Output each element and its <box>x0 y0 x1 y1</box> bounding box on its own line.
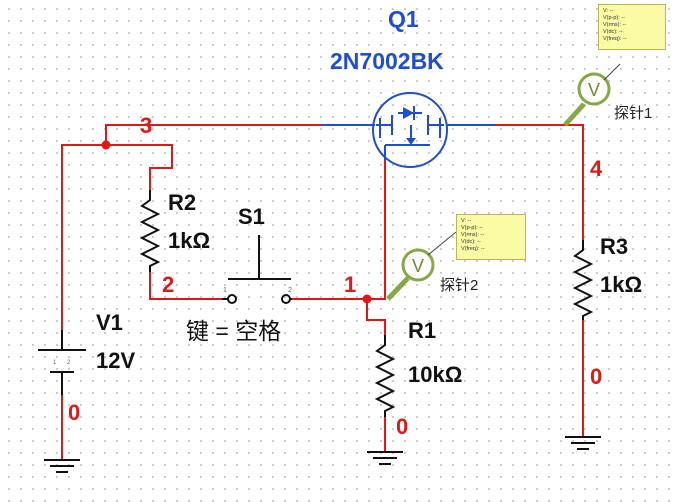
resistor-r2[interactable] <box>139 190 161 272</box>
resistor-r1[interactable] <box>374 335 396 417</box>
wire-net4 <box>495 124 584 240</box>
reading-v: V: -- <box>461 218 472 224</box>
probe-2-label: 探针2 <box>440 277 479 294</box>
svg-text:2: 2 <box>288 287 292 294</box>
reading-vrms: V(rms): -- <box>461 232 485 238</box>
reading-v: V: -- <box>603 8 614 14</box>
wire-net1-r1 <box>366 299 386 335</box>
wire-net1-gate <box>367 160 386 300</box>
wire-net2 <box>149 272 222 300</box>
v1-ref-label: V1 <box>96 310 123 335</box>
reading-vdc: V(dc): -- <box>603 29 623 35</box>
net-label-4: 4 <box>590 156 603 181</box>
q1-part-label: 2N7002BK <box>330 48 444 74</box>
probe-1[interactable]: V <box>563 63 621 127</box>
r2-value-label: 1kΩ <box>168 228 211 253</box>
net-label-0-right: 0 <box>590 364 603 389</box>
reading-vdc: V(dc): -- <box>461 239 481 245</box>
reading-vpp: V(p-p): -- <box>603 15 625 21</box>
wire-net3-r2 <box>106 144 173 190</box>
net-label-0-left: 0 <box>68 400 81 425</box>
probe-1-voltage-icon: V <box>588 80 600 100</box>
junction-net1 <box>362 294 372 304</box>
resistor-r3[interactable] <box>572 240 594 320</box>
battery-v1[interactable]: 1 2 <box>38 330 86 395</box>
net-label-2: 2 <box>162 272 175 297</box>
s1-ref-label: S1 <box>238 204 265 229</box>
wire-net3-left <box>61 144 106 330</box>
net-label-3: 3 <box>140 113 153 138</box>
probe-2[interactable]: V <box>386 231 457 301</box>
svg-text:1: 1 <box>223 287 227 294</box>
r1-value-label: 10kΩ <box>408 362 463 387</box>
svg-text:2: 2 <box>67 360 71 366</box>
r1-ref-label: R1 <box>408 318 437 343</box>
junction-net3 <box>101 140 111 150</box>
v1-value-label: 12V <box>96 348 136 373</box>
r2-ref-label: R2 <box>168 190 197 215</box>
mosfet-q1[interactable] <box>322 92 495 168</box>
probe-1-label: 探针1 <box>614 105 653 122</box>
switch-s1[interactable]: 1 2 <box>222 235 292 304</box>
q1-ref-label: Q1 <box>388 6 419 32</box>
reading-vpp: V(p-p): -- <box>461 225 483 231</box>
reading-vfreq: V(freq): -- <box>603 36 627 42</box>
ground-right <box>565 436 601 450</box>
wire-net3-top <box>105 124 322 145</box>
probe-2-readings: V: -- V(p-p): -- V(rms): -- V(dc): -- V(… <box>456 214 526 260</box>
net-label-0-middle: 0 <box>396 414 409 439</box>
r3-value-label: 1kΩ <box>600 272 643 297</box>
net-label-1: 1 <box>344 272 357 297</box>
probe-2-voltage-icon: V <box>412 256 424 276</box>
ground-middle <box>367 451 403 465</box>
r3-ref-label: R3 <box>600 234 629 259</box>
s1-key-label: 键 = 空格 <box>186 318 282 344</box>
svg-text:1: 1 <box>53 360 57 366</box>
probe-1-readings: V: -- V(p-p): -- V(rms): -- V(dc): -- V(… <box>598 4 666 50</box>
reading-vfreq: V(freq): -- <box>461 246 485 252</box>
wires <box>61 124 584 460</box>
ground-left <box>44 459 80 473</box>
reading-vrms: V(rms): -- <box>603 22 627 28</box>
